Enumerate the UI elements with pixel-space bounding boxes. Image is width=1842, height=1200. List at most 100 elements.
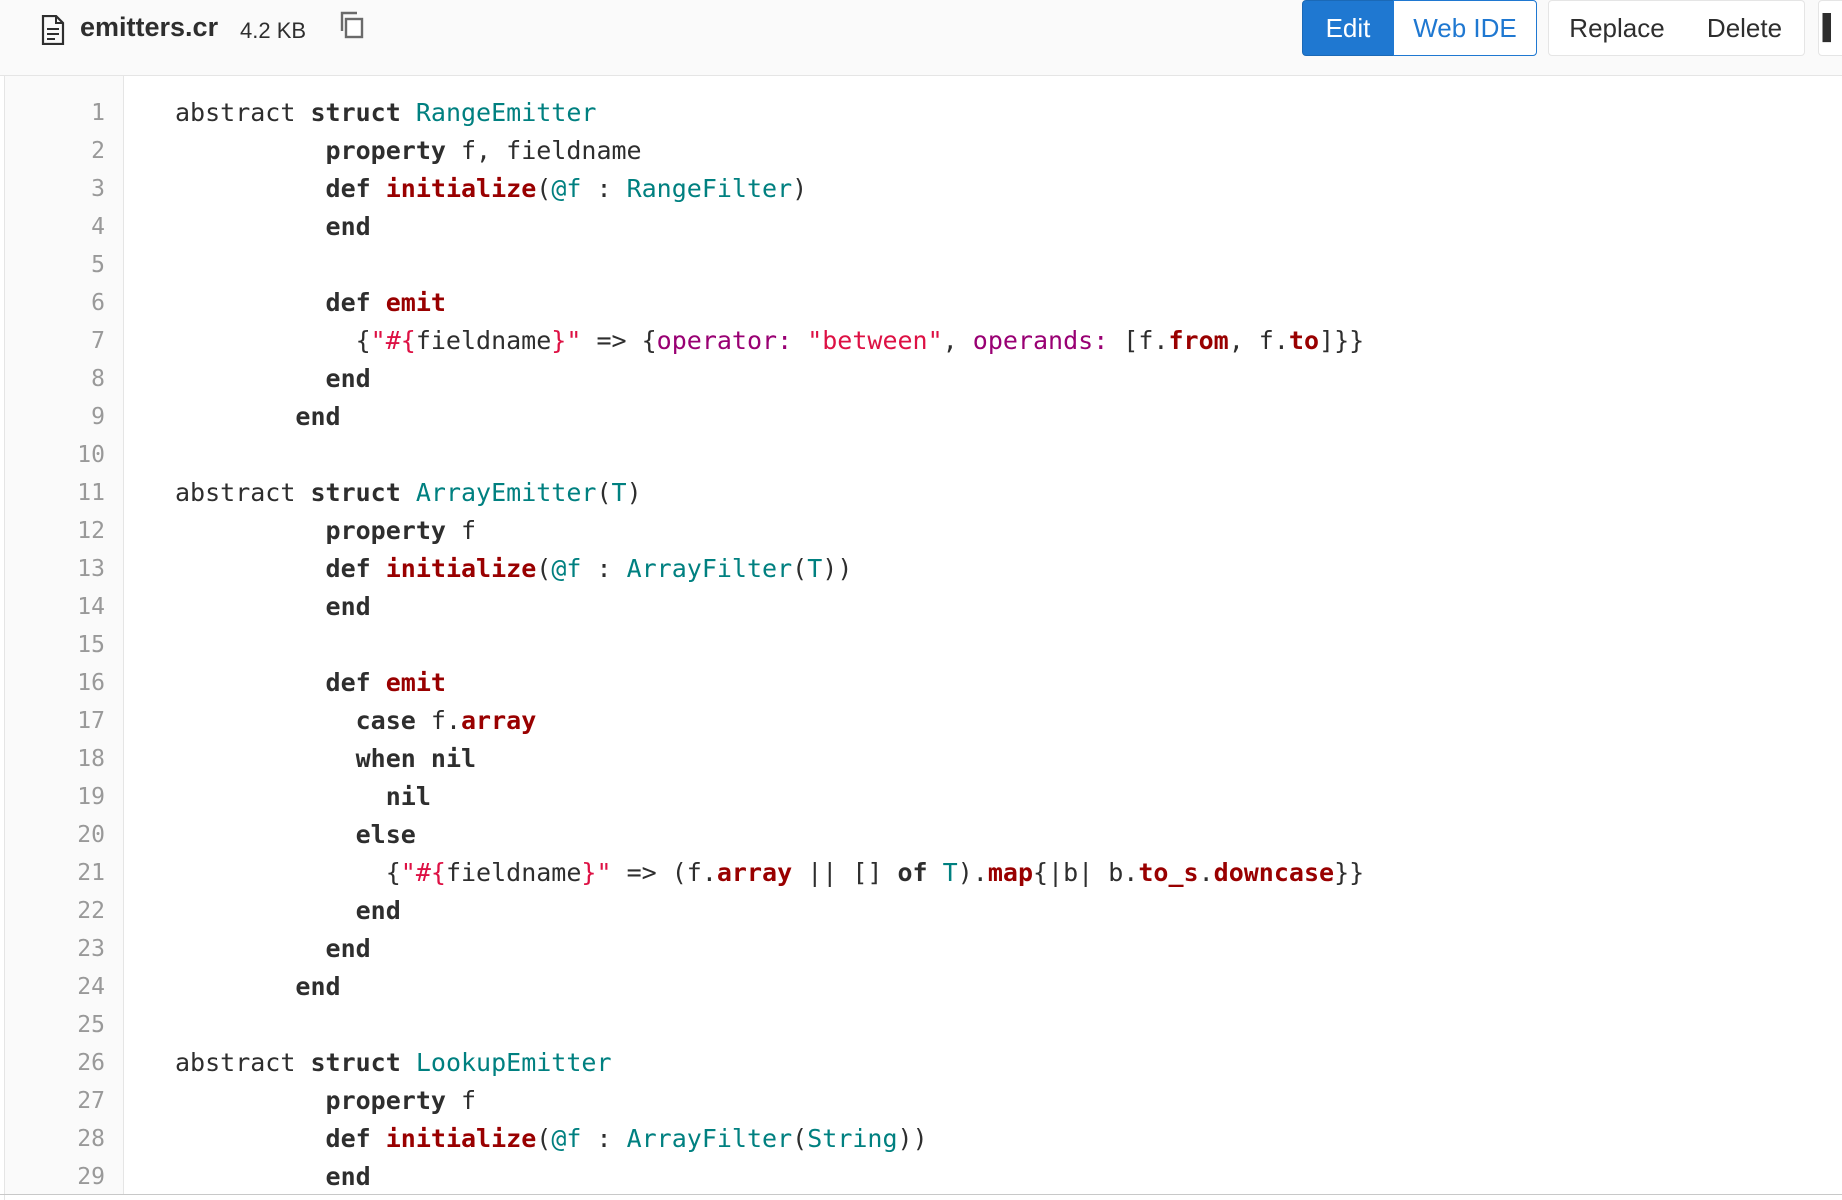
code-line: abstract struct LookupEmitter [175,1044,1842,1082]
code-token [175,174,326,203]
code-token: }" [581,858,612,887]
code-token: }" [551,326,582,355]
line-number[interactable]: 11 [77,480,105,506]
code-token: ( [792,1124,808,1153]
line-number[interactable]: 5 [91,252,105,278]
code-line: def initialize(@f : ArrayFilter(String)) [175,1120,1842,1158]
web-ide-button[interactable]: Web IDE [1393,0,1537,56]
code-token: def [325,288,371,317]
code-token [175,136,326,165]
code-token: ]}} [1319,326,1365,355]
code-token [175,212,326,241]
code-token: T [942,858,958,887]
line-number[interactable]: 12 [77,518,105,544]
code-token [175,820,356,849]
line-number[interactable]: 26 [77,1050,105,1076]
line-number[interactable]: 16 [77,670,105,696]
line-number[interactable]: 21 [77,860,105,886]
code-token [175,592,326,621]
code-line: property f, fieldname [175,132,1842,170]
code-line: end [175,968,1842,1006]
code-token: end [325,1162,371,1191]
line-number[interactable]: 2 [91,138,105,164]
code-token [175,1124,326,1153]
line-number[interactable]: 13 [77,556,105,582]
line-number[interactable]: 25 [77,1012,105,1038]
delete-button[interactable]: Delete [1685,0,1805,56]
line-number[interactable]: 27 [77,1088,105,1114]
code-token: when [355,744,416,773]
code-token [175,364,326,393]
code-token: [f. [1108,326,1169,355]
code-token: { [175,326,371,355]
code-token: "#{ [370,326,416,355]
code-token [416,744,431,773]
code-token: map [987,858,1033,887]
code-line: def initialize(@f : ArrayFilter(T)) [175,550,1842,588]
line-number[interactable]: 6 [91,290,105,316]
code-token: ArrayFilter [626,1124,793,1153]
code-token [175,402,295,431]
line-number[interactable]: 14 [77,594,105,620]
code-token [928,858,943,887]
line-number[interactable]: 20 [77,822,105,848]
line-number[interactable]: 18 [77,746,105,772]
code-token: ( [536,554,552,583]
code-token [175,934,326,963]
code-token [175,706,356,735]
line-number[interactable]: 3 [91,176,105,202]
code-line [175,1006,1842,1044]
copy-icon[interactable] [337,10,367,40]
more-actions-button[interactable]: ▌ [1818,0,1842,56]
code-token: end [325,212,371,241]
code-token [371,1124,386,1153]
code-token: => (f. [611,858,717,887]
code-token: : [581,174,627,203]
code-line: abstract struct RangeEmitter [175,94,1842,132]
line-number[interactable]: 22 [77,898,105,924]
code-token: fieldname [445,858,582,887]
line-number[interactable]: 9 [91,404,105,430]
code-token: property [325,1086,446,1115]
edit-button[interactable]: Edit [1302,0,1394,56]
line-number[interactable]: 19 [77,784,105,810]
replace-button[interactable]: Replace [1548,0,1686,56]
code-token: operands: [972,326,1109,355]
line-number[interactable]: 29 [77,1164,105,1190]
line-number[interactable]: 8 [91,366,105,392]
line-number[interactable]: 28 [77,1126,105,1152]
line-number[interactable]: 17 [77,708,105,734]
code-token [175,1086,326,1115]
line-number[interactable]: 1 [91,100,105,126]
code-token: property [325,516,446,545]
code-token: emit [385,288,446,317]
line-number[interactable]: 4 [91,214,105,240]
code-token: @f [551,554,582,583]
code-line: def emit [175,284,1842,322]
code-token: f [445,1086,477,1115]
line-number[interactable]: 23 [77,936,105,962]
code-token: , [942,326,973,355]
code-line: property f [175,1082,1842,1120]
code-token: { [175,858,401,887]
code-token: def [325,174,371,203]
code-line: def initialize(@f : RangeFilter) [175,170,1842,208]
code-token: )) [897,1124,928,1153]
line-number[interactable]: 7 [91,328,105,354]
code-token: of [897,858,928,887]
code-token: def [325,1124,371,1153]
code-token: LookupEmitter [415,1048,612,1077]
line-number[interactable]: 24 [77,974,105,1000]
line-number[interactable]: 15 [77,632,105,658]
code-token: RangeFilter [626,174,793,203]
file-name: emitters.cr [80,12,219,42]
code-token: "#{ [400,858,446,887]
code-token: end [325,934,371,963]
line-number[interactable]: 10 [77,442,105,468]
code-token: end [295,402,341,431]
code-line: {"#{fieldname}" => (f.array || [] of T).… [175,854,1842,892]
code-token: T [807,554,823,583]
code-line: end [175,360,1842,398]
code-line [175,626,1842,664]
code-token: from [1168,326,1229,355]
